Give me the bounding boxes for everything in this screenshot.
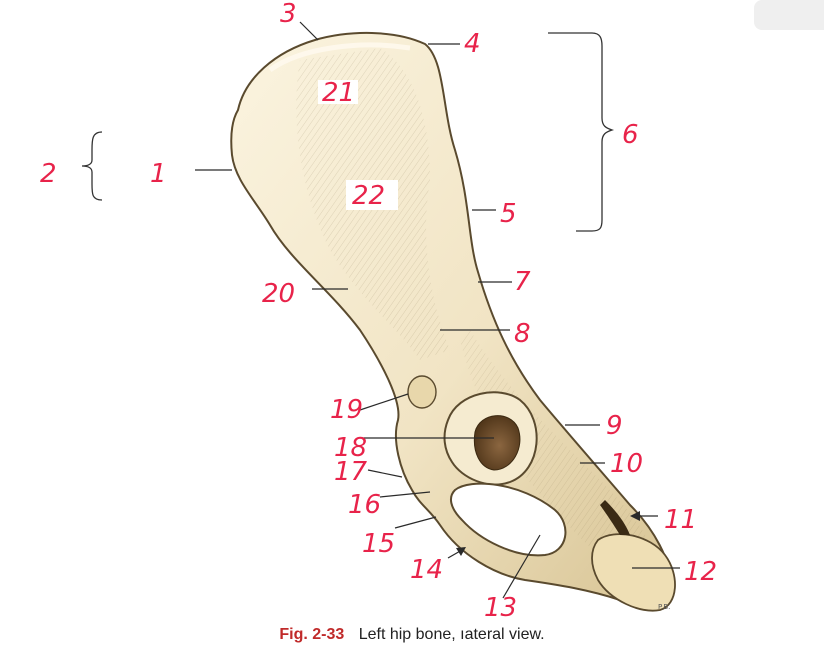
label-3: 3 (280, 0, 297, 29)
bracket-6 (548, 32, 615, 232)
arrowhead-11 (630, 511, 640, 521)
label-18: 18 (334, 433, 367, 463)
label-16: 16 (348, 490, 381, 520)
label-1: 1 (150, 159, 167, 189)
patch-21 (318, 80, 358, 104)
label-21: 21 (322, 78, 355, 108)
leader-13 (502, 534, 541, 599)
leader-16 (379, 491, 431, 498)
label-4: 4 (464, 29, 481, 59)
label-8: 8 (514, 319, 531, 349)
dark-notch-11 (600, 500, 630, 535)
artist-initials: P.B. (658, 603, 671, 611)
scroll-corner (754, 0, 824, 30)
figure-caption: Fig. 2-33 Left hip bone, ıateral view. (0, 626, 824, 644)
label-20: 20 (262, 279, 295, 309)
label-2: 2 (40, 159, 57, 189)
acetabular-fossa (473, 415, 521, 471)
patch-22 (346, 180, 398, 210)
obturator-foramen (449, 482, 567, 557)
label-10: 10 (610, 449, 643, 479)
leader-3 (299, 21, 319, 41)
label-15: 15 (362, 529, 395, 559)
leader-19 (359, 393, 409, 411)
ischial-tuberosity (591, 533, 676, 612)
label-7: 7 (514, 267, 531, 297)
label-22: 22 (352, 181, 385, 211)
label-19: 19 (330, 395, 363, 425)
label-6: 6 (622, 120, 639, 150)
figure-caption-text: Left hip bone, ıateral view. (358, 626, 545, 643)
label-12: 12 (684, 557, 717, 587)
leader-15 (394, 516, 437, 529)
crest-highlight (268, 42, 411, 73)
label-14: 14 (410, 555, 443, 585)
label-9: 9 (606, 411, 623, 441)
arrowhead-14 (456, 547, 466, 556)
tubercle-19 (407, 375, 437, 409)
figure-number: Fig. 2-33 (279, 626, 345, 643)
label-17: 17 (334, 457, 368, 487)
leader-17 (367, 469, 403, 478)
label-11: 11 (664, 505, 697, 535)
label-13: 13 (484, 593, 517, 623)
bracket-2 (81, 131, 103, 201)
label-5: 5 (500, 199, 517, 229)
